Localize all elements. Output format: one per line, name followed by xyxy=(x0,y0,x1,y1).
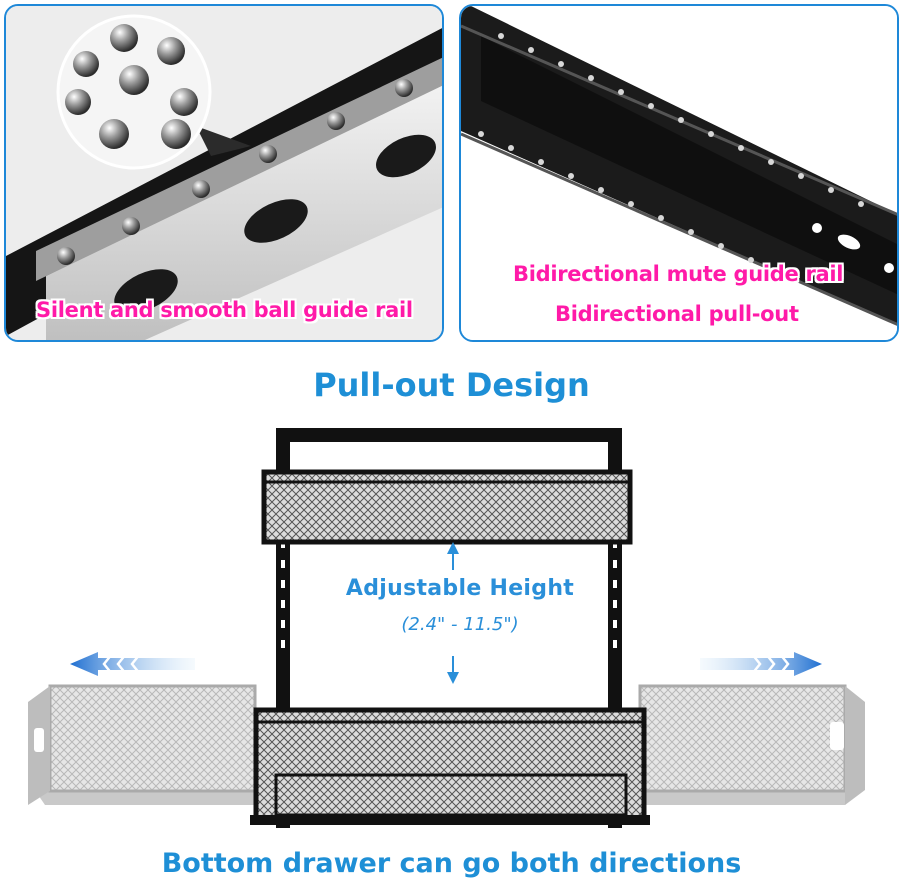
arrow-up-icon xyxy=(447,542,459,570)
arrow-right-icon xyxy=(700,652,822,676)
ball-rail-caption: Silent and smooth ball guide rail xyxy=(36,298,413,322)
mute-rail-panel: Bidirectional mute guide rail Bidirectio… xyxy=(459,4,899,342)
arrow-left-icon xyxy=(70,652,195,676)
organizer-illustration xyxy=(28,428,865,828)
pull-out-caption: Bidirectional pull-out xyxy=(555,302,799,326)
adjustable-height-range: (2.4" - 11.5") xyxy=(401,614,519,635)
organizer-frame xyxy=(250,428,650,828)
section-title: Pull-out Design xyxy=(313,366,590,404)
ball-row xyxy=(36,57,442,281)
ball-rail-photo xyxy=(6,6,442,340)
mute-rail-photo xyxy=(461,6,897,340)
ball-rail-panel: Silent and smooth ball guide rail xyxy=(4,4,444,342)
arrow-down-icon xyxy=(447,656,459,684)
adjustable-height-label: Adjustable Height xyxy=(345,576,575,601)
drawer-ghost-right xyxy=(638,684,865,805)
drawer-ghost-left xyxy=(28,684,257,805)
footer-caption: Bottom drawer can go both directions xyxy=(161,848,742,879)
rail-ball-rows xyxy=(478,33,864,277)
mute-rail-caption: Bidirectional mute guide rail xyxy=(513,262,844,286)
ball-bearing-icon xyxy=(56,14,212,170)
